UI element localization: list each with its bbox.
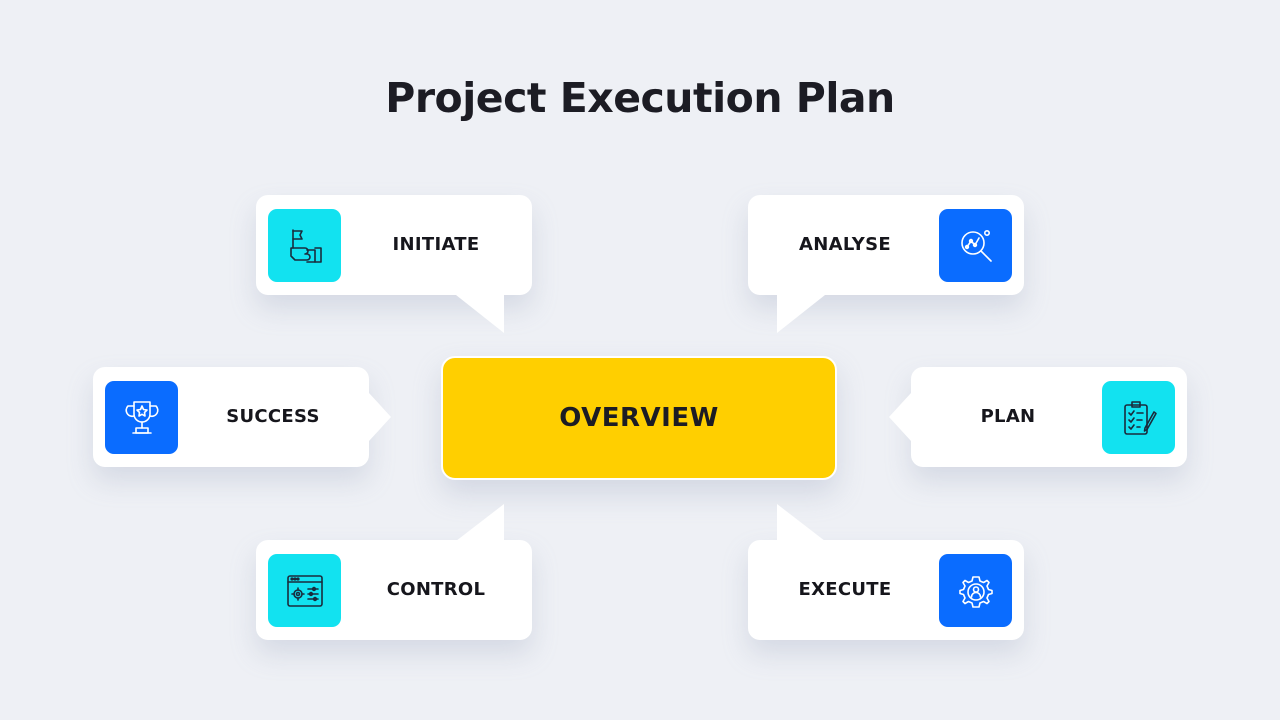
callout-tail <box>456 504 504 541</box>
node-plan[interactable]: PLAN <box>889 367 1187 467</box>
node-initiate[interactable]: INITIATE <box>256 195 532 333</box>
callout-tail <box>777 295 825 333</box>
overview-node[interactable]: OVERVIEW <box>441 356 837 480</box>
page-title: Project Execution Plan <box>385 74 895 122</box>
clipboard-checklist-icon <box>1123 400 1157 435</box>
magnify-chart-icon <box>960 229 992 262</box>
node-label: SUCCESS <box>226 406 320 427</box>
icon-box <box>268 554 341 627</box>
settings-window-icon <box>286 574 323 607</box>
overview-label: OVERVIEW <box>559 403 719 433</box>
icon-box <box>105 381 178 454</box>
node-execute[interactable]: EXECUTE <box>748 504 1024 640</box>
callout-tail <box>456 295 504 333</box>
callout-tail <box>369 393 391 441</box>
node-label: EXECUTE <box>798 579 892 600</box>
node-label: ANALYSE <box>799 234 891 255</box>
callout-tail <box>777 504 825 541</box>
node-control[interactable]: CONTROL <box>256 504 532 640</box>
node-analyse[interactable]: ANALYSE <box>748 195 1024 333</box>
node-label: PLAN <box>980 406 1036 427</box>
icon-box <box>268 209 341 282</box>
node-success[interactable]: SUCCESS <box>93 367 391 467</box>
gear-user-icon <box>958 575 993 608</box>
flag-hand-icon <box>289 228 322 263</box>
icon-box <box>939 554 1012 627</box>
icon-box <box>939 209 1012 282</box>
node-label: CONTROL <box>386 579 486 600</box>
callout-tail <box>889 393 911 441</box>
icon-box <box>1102 381 1175 454</box>
node-label: INITIATE <box>392 234 480 255</box>
trophy-icon <box>124 400 159 434</box>
